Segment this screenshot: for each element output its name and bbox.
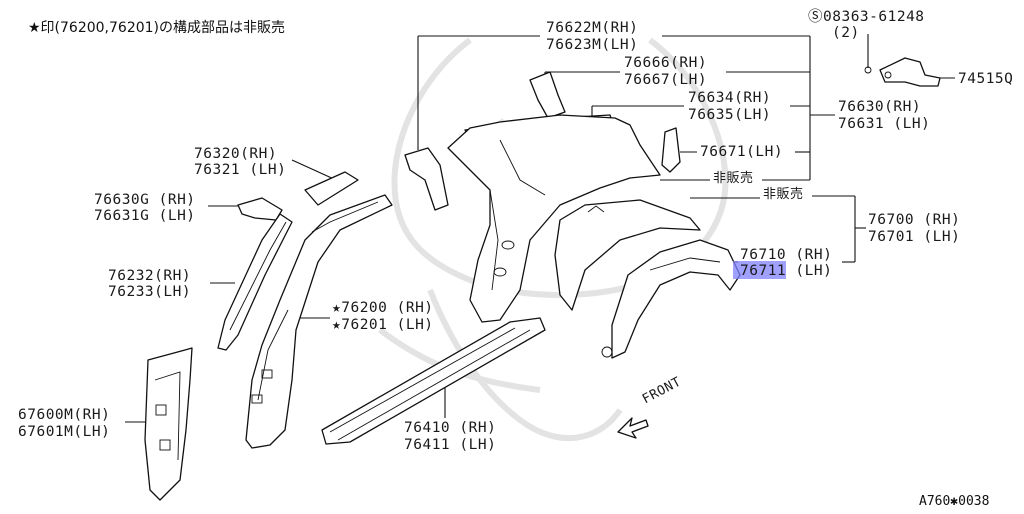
label-76666: 76666(RH) — [624, 55, 708, 71]
label-76631g: 76631G (LH) — [94, 208, 196, 224]
part-76622m — [404, 147, 449, 211]
label-76232: 76232(RH) — [108, 268, 192, 284]
label-74515q: 74515Q — [958, 71, 1014, 87]
label-76634: 76634(RH) — [688, 90, 772, 106]
label-76667: 76667(LH) — [624, 72, 708, 88]
label-non-sale-2: 非販売 — [763, 187, 804, 202]
label-76701: 76701 (LH) — [868, 229, 961, 245]
part-76671 — [661, 127, 681, 173]
leader-lines — [125, 34, 955, 423]
label-76320: 76320(RH) — [194, 146, 278, 162]
highlight-76711 — [733, 261, 786, 279]
part-76666 — [529, 71, 566, 119]
label-non-sale-1: 非販売 — [713, 171, 754, 186]
part-76710 — [611, 239, 741, 359]
label-76710: 76710 (RH) — [740, 247, 833, 263]
part-74515q — [879, 57, 941, 87]
diagram-code: A760✱0038 — [919, 494, 990, 509]
label-76623m: 76623M(LH) — [546, 37, 639, 53]
part-67600m — [144, 347, 193, 501]
part-76200 — [245, 194, 393, 449]
label-76622m: 76622M(RH) — [546, 20, 639, 36]
label-76630g: 76630G (RH) — [94, 192, 196, 208]
part-76700 — [554, 199, 701, 311]
label-08363: Ⓢ08363-61248 — [808, 9, 925, 25]
parts — [144, 57, 941, 501]
label-76700: 76700 (RH) — [868, 212, 961, 228]
note-non-sale: ★印(76200,76201)の構成部品は非販売 — [28, 20, 285, 36]
label-08363-qty: (2) — [832, 25, 860, 41]
label-67601m: 67601M(LH) — [18, 424, 111, 440]
label-67600m: 67600M(RH) — [18, 407, 111, 423]
label-76630: 76630(RH) — [838, 99, 922, 115]
label-76711: 76711 (LH) — [740, 263, 833, 279]
label-76411: 76411 (LH) — [404, 437, 497, 453]
front-arrow-icon — [617, 417, 649, 439]
part-quarter-panel — [447, 114, 661, 323]
label-76635: 76635(LH) — [688, 107, 772, 123]
part-76320 — [304, 171, 359, 206]
label-76671: 76671(LH) — [700, 144, 784, 160]
label-76631: 76631 (LH) — [838, 116, 931, 132]
label-76410: 76410 (RH) — [404, 420, 497, 436]
part-76630g — [237, 197, 283, 221]
label-76321: 76321 (LH) — [194, 162, 287, 178]
label-76201: ★76201 (LH) — [332, 317, 434, 333]
part-76410 — [321, 317, 546, 445]
label-76200: ★76200 (RH) — [332, 300, 434, 316]
label-76233: 76233(LH) — [108, 284, 192, 300]
